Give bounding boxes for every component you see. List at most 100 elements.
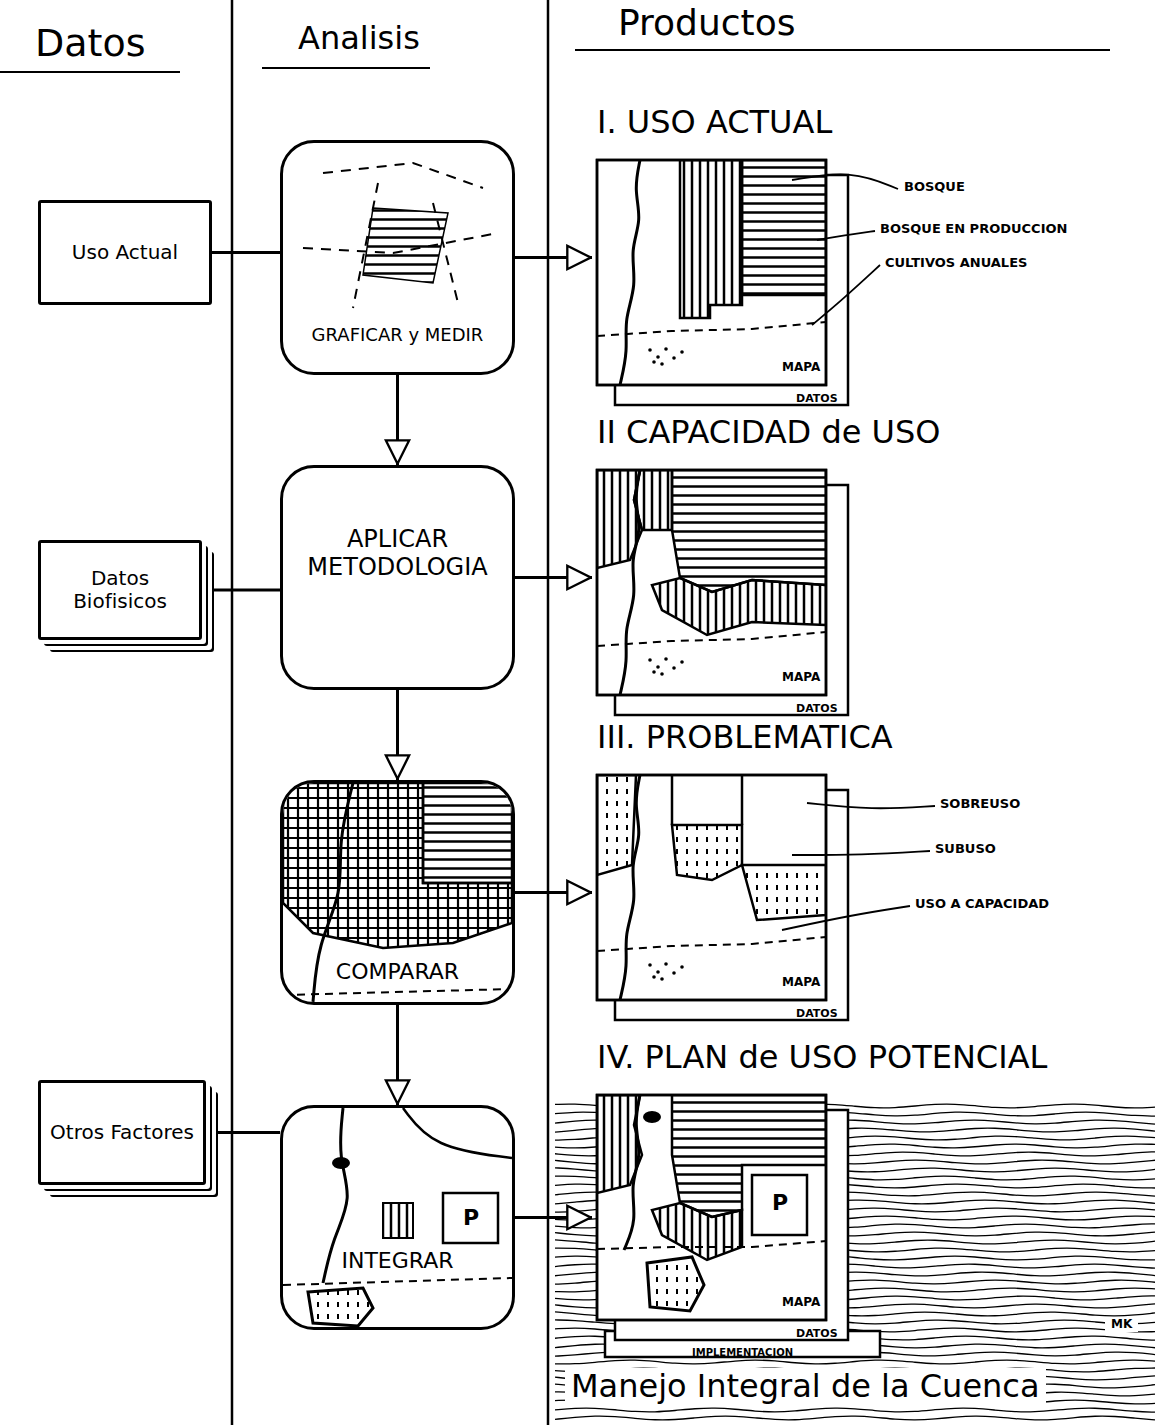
- callout-label: BOSQUE: [904, 180, 965, 195]
- callout-label: CULTIVOS ANUALES: [885, 256, 1027, 271]
- heading-underline: [262, 67, 430, 69]
- map-sheet: [597, 470, 826, 695]
- text-slot: DATOS: [796, 387, 838, 406]
- label-slot: CULTIVOS ANUALES: [885, 256, 1027, 271]
- map-illustration: [592, 410, 952, 740]
- text-slot: MAPA: [778, 1291, 824, 1310]
- node-title: INTEGRAR: [337, 1248, 457, 1273]
- map-dot: [660, 977, 664, 981]
- node-title: GRAFICAR y MEDIR: [308, 325, 488, 346]
- hatch-area: [597, 775, 636, 875]
- text-slot: P: [463, 1205, 479, 1230]
- text-slot: IV. PLAN de USO POTENCIAL: [597, 1039, 1047, 1076]
- node-text: MAPA: [778, 976, 824, 990]
- hatch-area: [680, 160, 742, 318]
- leader-line: [807, 803, 935, 808]
- hatch-line: [555, 1408, 1155, 1412]
- text-slot: GRAFICAR y MEDIR: [283, 325, 512, 346]
- process-box: COMPARAR: [280, 780, 515, 1005]
- map-sheet: [597, 1095, 826, 1320]
- heading-label: Productos: [618, 2, 795, 43]
- map-product: I. USO ACTUALMAPADATOS: [592, 100, 892, 410]
- map-dot: [652, 670, 656, 674]
- text-slot: INTEGRAR: [283, 1248, 512, 1273]
- heading-label: Analisis: [298, 20, 420, 57]
- map-dot: [672, 971, 676, 975]
- node-text: P: [463, 1205, 479, 1230]
- node-title: APLICAR METODOLOGIA: [303, 526, 493, 581]
- node-text: IMPLEMENTACION: [692, 1347, 793, 1359]
- node-text: DATOS: [796, 703, 838, 716]
- label-slot: BOSQUE EN PRODUCCION: [880, 222, 1067, 237]
- hatch-area: [383, 1203, 413, 1238]
- hatch-line: [555, 1416, 1155, 1420]
- label-slot: SUBUSO: [935, 842, 996, 857]
- map-dot: [652, 360, 656, 364]
- node-title: Uso Actual: [72, 241, 178, 264]
- heading-label: Manejo Integral de la Cuenca: [565, 1368, 1046, 1405]
- leader-line: [792, 851, 930, 855]
- callout-label: USO A CAPACIDAD: [915, 897, 1049, 912]
- column-rule: [231, 0, 234, 1425]
- map-line: [597, 322, 826, 336]
- map-dot: [648, 963, 652, 967]
- connector: [515, 1216, 592, 1219]
- text-slot: Otros Factores: [50, 1121, 194, 1144]
- map-dot: [648, 348, 652, 352]
- label-slot: SOBREUSO: [940, 797, 1020, 812]
- label-slot: Productos: [618, 2, 795, 43]
- map-line: [283, 1278, 512, 1285]
- connector: [202, 589, 280, 592]
- label-slot: BOSQUE: [904, 180, 965, 195]
- node-text: DATOS: [796, 393, 838, 406]
- hatch-area: [742, 865, 826, 920]
- hatch-area: [283, 783, 512, 948]
- map-dot: [672, 666, 676, 670]
- hatch-area: [652, 1203, 742, 1260]
- map-product: IV. PLAN de USO POTENCIALPMAPADATOSIMPLE…: [592, 1035, 892, 1360]
- hatch-area: [423, 783, 512, 883]
- map-sheet: [597, 160, 826, 385]
- leader-line: [782, 906, 910, 930]
- connector: [396, 690, 399, 780]
- map-sheet: [443, 1193, 498, 1243]
- hatch-line: [555, 1360, 1155, 1364]
- map-dot: [680, 965, 684, 969]
- map-line: [323, 163, 483, 188]
- callout-label: SOBREUSO: [940, 797, 1020, 812]
- label-slot: Manejo Integral de la Cuenca: [565, 1368, 1046, 1405]
- data-box: Datos Biofisicos: [38, 540, 202, 640]
- text-slot: I. USO ACTUAL: [597, 104, 832, 141]
- map-product: II CAPACIDAD de USOMAPADATOS: [592, 410, 892, 720]
- node-title: II CAPACIDAD de USO: [597, 414, 941, 451]
- heading-underline: [0, 71, 180, 73]
- hatch-area: [742, 160, 826, 295]
- node-text: DATOS: [796, 1008, 838, 1021]
- node-title: COMPARAR: [332, 959, 463, 984]
- label-slot: Datos: [35, 22, 146, 66]
- map-line: [283, 989, 512, 995]
- text-slot: MAPA: [778, 666, 824, 685]
- text-slot: APLICAR METODOLOGIA: [303, 526, 493, 581]
- connector: [515, 891, 592, 894]
- map-sheet: [597, 470, 826, 695]
- text-slot: II CAPACIDAD de USO: [597, 414, 941, 451]
- data-box: Otros Factores: [38, 1080, 206, 1185]
- map-dot: [660, 362, 664, 366]
- process-box: APLICAR METODOLOGIA: [280, 465, 515, 690]
- node-title: IV. PLAN de USO POTENCIAL: [597, 1039, 1047, 1076]
- data-box: Uso Actual: [38, 200, 212, 305]
- node-text: DATOS: [796, 1328, 838, 1341]
- process-box: INTEGRARP: [280, 1105, 515, 1330]
- map-line: [597, 632, 826, 646]
- connector: [396, 375, 399, 465]
- callout-label: SUBUSO: [935, 842, 996, 857]
- map-line: [403, 1108, 512, 1158]
- text-slot: Uso Actual: [72, 241, 178, 264]
- text-slot: COMPARAR: [283, 959, 512, 984]
- connector: [515, 256, 592, 259]
- label-slot: Analisis: [298, 20, 420, 57]
- map-product: III. PROBLEMATICAMAPADATOS: [592, 715, 892, 1025]
- map-line: [620, 160, 640, 385]
